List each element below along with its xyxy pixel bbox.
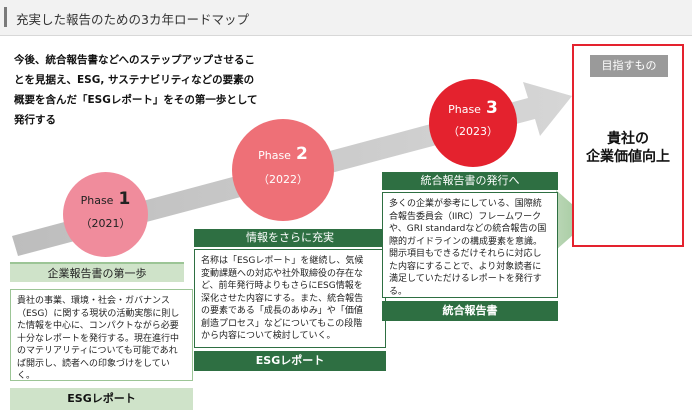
phase-number: 3 bbox=[486, 98, 498, 118]
intro-line: 発行する bbox=[14, 114, 56, 126]
phase-year: （2023） bbox=[448, 125, 498, 138]
description-line: 際的ガイドラインの構成要素を意識。 bbox=[389, 236, 543, 247]
phase-year: （2022） bbox=[258, 173, 308, 186]
stage-1-description: 貴社の事業、環境・社会・ガバナンス （ESG）に関する現状の活動実態に則し た情… bbox=[10, 289, 193, 381]
stage-1-heading: 企業報告書の第一歩 bbox=[10, 262, 184, 282]
description-line: た情報を中心に、コンパクトながら必要 bbox=[17, 321, 179, 331]
stage-2-heading: 情報をさらに充実 bbox=[194, 229, 386, 247]
description-line: から内容について検討していく。 bbox=[201, 331, 336, 341]
goal-statement: 貴社の 企業価値向上 bbox=[574, 130, 682, 166]
description-line: 名称は「ESGレポート」を継続し、気候 bbox=[201, 256, 364, 266]
phase-title: Phase 3 bbox=[429, 98, 517, 118]
phase-title: Phase 1 bbox=[63, 189, 148, 209]
header-accent-bar bbox=[4, 7, 7, 27]
description-line: 満足していただけるレポートを発行す bbox=[389, 274, 542, 284]
phase-word: Phase bbox=[258, 149, 291, 162]
page-header: 充実した報告のための3カ年ロードマップ bbox=[0, 0, 692, 36]
page-title: 充実した報告のための3カ年ロードマップ bbox=[16, 12, 249, 27]
stage-1-deliverable: ESGレポート bbox=[10, 388, 193, 410]
stage-3-deliverable: 統合報告書 bbox=[382, 301, 558, 321]
description-line: （ESG）に関する現状の活動実態に則し bbox=[17, 308, 180, 319]
phase-number: 2 bbox=[296, 144, 308, 164]
phase-title: Phase 2 bbox=[232, 144, 334, 164]
phase-1-circle: Phase 1 （2021） bbox=[63, 172, 148, 257]
phase-year: （2021） bbox=[80, 217, 131, 230]
intro-line: 概要を含んだ「ESGレポート」をその第一歩として bbox=[14, 94, 258, 106]
phase-number: 1 bbox=[118, 189, 131, 209]
stage-3-heading: 統合報告書の発行へ bbox=[382, 172, 558, 190]
description-line: のマテリアリティについても可能であれ bbox=[17, 346, 178, 356]
stage-2-deliverable: ESGレポート bbox=[194, 351, 386, 371]
intro-line: とを見据え、ESG, サステナビリティなどの要素の bbox=[14, 74, 255, 86]
intro-text: 今後、統合報告書などへのステップアップさせるこ とを見据え、ESG, サステナビ… bbox=[14, 50, 276, 130]
phase-word: Phase bbox=[448, 103, 481, 116]
goal-box: 目指すもの 貴社の 企業価値向上 bbox=[572, 44, 684, 247]
phase-3-circle: Phase 3 （2023） bbox=[429, 79, 517, 167]
description-line: 創造プロセス」などについてもこの段階 bbox=[201, 318, 363, 329]
intro-line: 今後、統合報告書などへのステップアップさせるこ bbox=[14, 54, 255, 66]
description-line: 深化させた内容にする。また、統合報告 bbox=[201, 293, 364, 304]
description-line: や、GRI standardなどの統合報告の国 bbox=[389, 224, 547, 234]
description-line: た内容にすることで、より対象読者に bbox=[389, 261, 542, 272]
stage-2-description: 名称は「ESGレポート」を継続し、気候 変動課題への対応や社外取締役の存在な ど… bbox=[194, 249, 386, 348]
description-line: る。 bbox=[389, 286, 408, 297]
goal-label: 目指すもの bbox=[590, 55, 668, 77]
description-line: 合報告委員会（IIRC）フレームワーク bbox=[389, 211, 542, 222]
description-line: の要素である「成長のあゆみ」や「価値 bbox=[201, 306, 363, 316]
description-line: ば開示し、読者への印象づけをしていく。 bbox=[17, 358, 170, 382]
stage-3-description: 多くの企業が参考にしている、国際統 合報告委員会（IIRC）フレームワーク や、… bbox=[382, 192, 558, 298]
description-line: 変動課題への対応や社外取締役の存在な bbox=[201, 268, 364, 279]
description-line: 開示項目もできるだけそれらに対応し bbox=[389, 249, 542, 259]
description-line: 多くの企業が参考にしている、国際統 bbox=[389, 199, 542, 209]
goal-line: 貴社の bbox=[607, 131, 649, 147]
phase-2-circle: Phase 2 （2022） bbox=[232, 119, 334, 221]
description-line: 十分なレポートを発行する。現在進行中 bbox=[17, 333, 180, 344]
goal-line: 企業価値向上 bbox=[586, 149, 670, 165]
description-line: ど、前年発行時よりもさらにESG情報を bbox=[201, 281, 363, 291]
phase-word: Phase bbox=[80, 194, 114, 207]
description-line: 貴社の事業、環境・社会・ガバナンス bbox=[17, 296, 170, 306]
